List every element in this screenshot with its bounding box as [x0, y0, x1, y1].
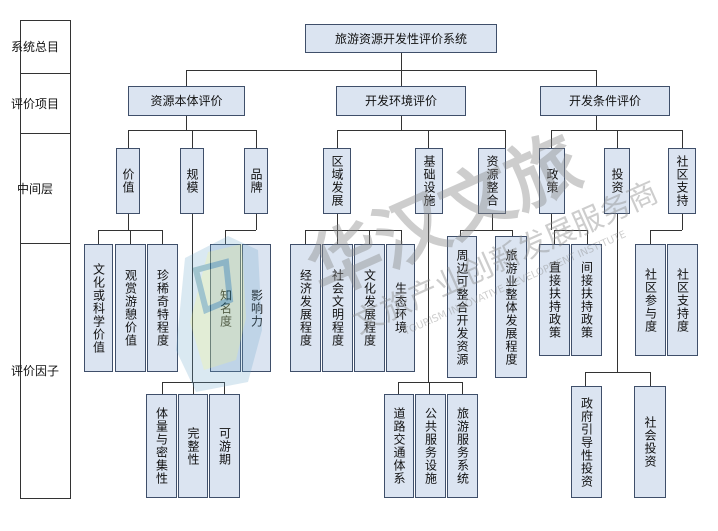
factor-ecological-environment: 生态环境	[386, 244, 415, 372]
factor-visitable-period: 可游期	[209, 394, 240, 498]
factor-integrity: 完整性	[178, 394, 208, 498]
factor-indirect-support-policy: 间接扶持政策	[571, 244, 602, 356]
factor-social-investment: 社会投资	[634, 386, 666, 498]
factor-social-civilization: 社会文明程度	[322, 244, 353, 372]
root-node: 旅游资源开发性评价系统	[305, 24, 497, 53]
factor-rarity: 珍稀奇特程度	[147, 244, 178, 372]
level-label-items: 评价项目	[10, 96, 59, 111]
level-column-frame	[20, 20, 71, 499]
factor-popularity: 知名度	[210, 244, 241, 372]
factor-tourism-industry-development: 旅游业整体发展程度	[495, 236, 527, 378]
level-label-system: 系统总目	[10, 40, 59, 54]
middle-community-support: 社区支持	[668, 148, 696, 214]
factor-community-support-degree: 社区支持度	[667, 244, 698, 356]
item-development-environment: 开发环境评价	[336, 86, 466, 116]
factor-cultural-development: 文化发展程度	[354, 244, 385, 372]
level-label-factors: 评价因子	[10, 364, 59, 378]
factor-government-guided-investment: 政府引导性投资	[571, 386, 602, 498]
factor-direct-support-policy: 直接扶持政策	[539, 244, 570, 356]
middle-value: 价值	[116, 148, 140, 214]
item-resource-body: 资源本体评价	[128, 86, 245, 116]
middle-regional-development: 区域发展	[323, 148, 351, 214]
factor-economic-development: 经济发展程度	[290, 244, 321, 372]
factor-influence: 影响力	[242, 244, 271, 372]
factor-cultural-scientific-value: 文化或科学价值	[84, 244, 113, 372]
middle-policy: 政策	[539, 148, 565, 214]
middle-infrastructure: 基础设施	[415, 148, 443, 214]
level-label-middle: 中间层	[16, 181, 53, 196]
factor-tourism-service-system: 旅游服务系统	[447, 394, 478, 498]
middle-investment: 投资	[604, 148, 630, 214]
middle-resource-integration: 资源整合	[478, 148, 506, 214]
factor-viewing-recreation-value: 观赏游憩价值	[115, 244, 146, 372]
factor-community-participation: 社区参与度	[635, 244, 666, 356]
factor-public-service-facilities: 公共服务设施	[415, 394, 446, 498]
factor-surrounding-resources: 周边可整合开发资源	[447, 236, 477, 378]
middle-scale: 规模	[180, 148, 204, 214]
factor-volume-density: 体量与密集性	[146, 394, 177, 498]
item-development-conditions: 开发条件评价	[540, 86, 670, 116]
middle-brand: 品牌	[244, 148, 268, 214]
factor-road-transport: 道路交通体系	[384, 394, 414, 498]
